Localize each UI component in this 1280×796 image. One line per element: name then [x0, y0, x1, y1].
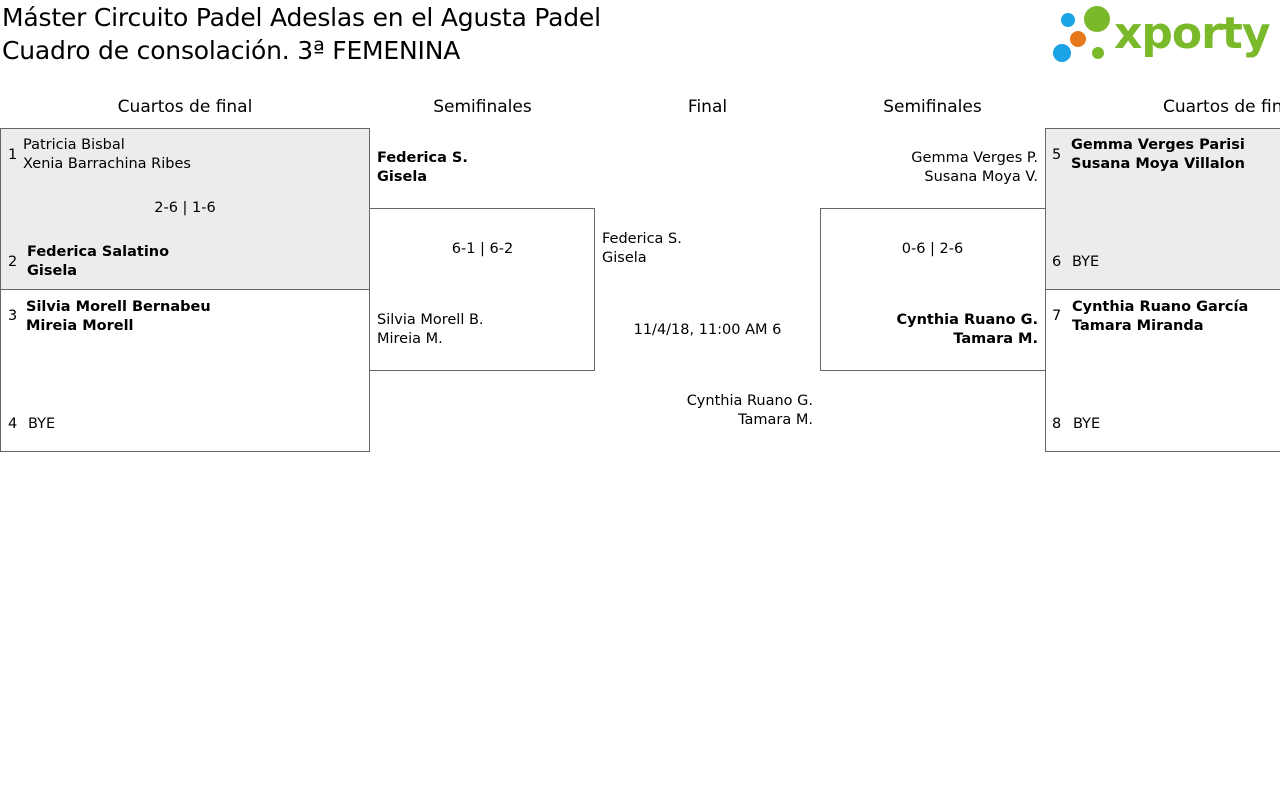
page-title: Máster Circuito Padel Adeslas en el Agus… — [2, 3, 601, 32]
player-name-winner: Tamara M. — [953, 331, 1038, 347]
round-header-right-sf: Semifinales — [883, 97, 982, 117]
player-name: Patricia Bisbal — [23, 137, 125, 153]
player-name-winner: Gemma Verges Parisi — [1071, 137, 1245, 153]
player-name-winner: Federica S. — [377, 150, 468, 166]
player-name-winner: Mireia Morell — [26, 318, 134, 334]
page-subtitle: Cuadro de consolación. 3ª FEMENINA — [2, 36, 461, 65]
seed-number: 1 — [8, 147, 18, 163]
player-name-winner: Gisela — [377, 169, 428, 185]
player-name: Gisela — [602, 250, 647, 266]
match-schedule: 11/4/18, 11:00 AM 6 — [633, 322, 782, 338]
player-name-winner: Federica Salatino — [27, 244, 170, 260]
bye-label: BYE — [28, 416, 56, 432]
bye-label: BYE — [1073, 416, 1101, 432]
match-score: 2-6 | 1-6 — [154, 200, 216, 216]
seed-number: 3 — [8, 308, 18, 324]
left-sf-match[interactable] — [369, 208, 595, 371]
seed-number: 6 — [1052, 254, 1062, 270]
player-name: Xenia Barrachina Ribes — [23, 156, 191, 172]
seed-number: 8 — [1052, 416, 1062, 432]
player-name-winner: Silvia Morell Bernabeu — [26, 299, 211, 315]
right-qf-match-2[interactable] — [1045, 289, 1280, 452]
round-header-final: Final — [687, 97, 728, 117]
player-name-winner: Tamara Miranda — [1072, 318, 1204, 334]
xporty-logo[interactable]: xporty — [1050, 4, 1278, 68]
player-name: Cynthia Ruano G. — [686, 393, 813, 409]
player-name: Gemma Verges P. — [911, 150, 1038, 166]
seed-number: 4 — [8, 416, 18, 432]
round-header-right-qf: Cuartos de final — [1163, 97, 1280, 117]
player-name: Susana Moya V. — [924, 169, 1038, 185]
seed-number: 2 — [8, 254, 18, 270]
bye-label: BYE — [1072, 254, 1100, 270]
player-name: Silvia Morell B. — [377, 312, 484, 328]
player-name: Tamara M. — [738, 412, 813, 428]
round-header-left-qf: Cuartos de final — [117, 97, 253, 117]
left-qf-match-1[interactable] — [0, 128, 370, 290]
logo-dots-icon — [1053, 6, 1110, 62]
seed-number: 7 — [1052, 308, 1062, 324]
player-name-winner: Susana Moya Villalon — [1071, 156, 1245, 172]
round-header-left-sf: Semifinales — [433, 97, 532, 117]
player-name-winner: Cynthia Ruano G. — [896, 312, 1039, 328]
match-score: 6-1 | 6-2 — [451, 241, 514, 257]
logo-wordmark: xporty — [1114, 8, 1271, 59]
player-name: Mireia M. — [377, 331, 443, 347]
match-score: 0-6 | 2-6 — [901, 241, 964, 257]
player-name-winner: Gisela — [27, 263, 78, 279]
seed-number: 5 — [1052, 147, 1062, 163]
player-name: Federica S. — [602, 231, 682, 247]
player-name-winner: Cynthia Ruano García — [1072, 299, 1249, 315]
